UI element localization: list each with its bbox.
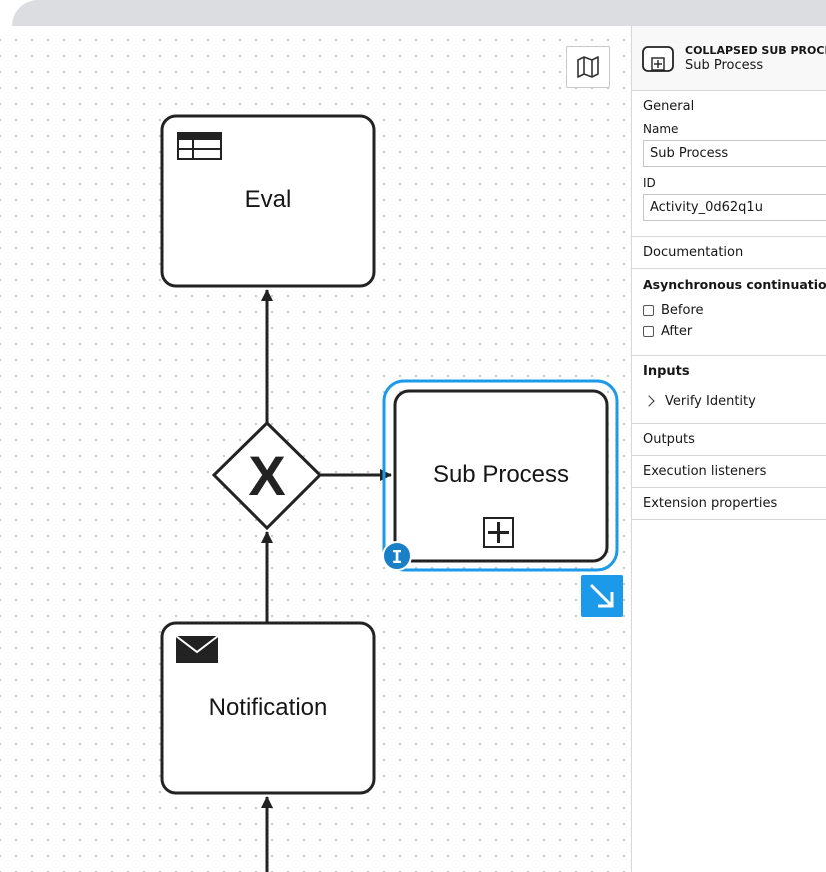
collapsed-subprocess-icon (642, 46, 674, 72)
before-checkbox-row[interactable]: Before (632, 300, 826, 321)
group-general: General Name ID (632, 91, 826, 237)
task-eval[interactable]: Eval (160, 114, 376, 288)
group-inputs-title[interactable]: Inputs (643, 364, 690, 379)
plus-square-icon (483, 517, 514, 548)
subprocess-label: Sub Process (433, 461, 569, 488)
properties-panel: COLLAPSED SUB PROCESS Sub Process Genera… (631, 26, 826, 872)
group-execution-listeners[interactable]: Execution listeners (632, 456, 826, 488)
before-checkbox[interactable] (643, 305, 654, 316)
editor-tab (12, 0, 826, 26)
collapsed-subprocess[interactable]: Sub Process I (382, 379, 623, 617)
group-async: Asynchronous continuations Before After (632, 269, 826, 356)
element-name-label: Sub Process (685, 58, 764, 73)
group-outputs-title[interactable]: Outputs (643, 432, 695, 447)
info-badge-letter: I (392, 547, 403, 568)
input-item-label: Verify Identity (665, 393, 756, 409)
info-badge[interactable]: I (382, 541, 412, 571)
business-rule-table-icon (177, 132, 222, 160)
after-checkbox-label: After (661, 324, 693, 339)
group-general-title[interactable]: General (643, 99, 695, 114)
diagram-canvas[interactable]: Eval X Sub Process I (0, 26, 631, 872)
gateway-x-symbol: X (248, 444, 285, 507)
task-notification-label: Notification (209, 694, 328, 721)
group-extension-properties-title[interactable]: Extension properties (643, 496, 778, 511)
task-eval-label: Eval (245, 186, 292, 213)
element-type-label: COLLAPSED SUB PROCESS (685, 44, 826, 57)
name-input[interactable] (643, 140, 826, 167)
group-documentation[interactable]: Documentation (632, 237, 826, 269)
before-checkbox-label: Before (661, 303, 704, 318)
minimap-toggle-button[interactable] (566, 46, 610, 88)
after-checkbox-row[interactable]: After (632, 321, 826, 342)
group-documentation-title[interactable]: Documentation (643, 245, 744, 260)
selection-outline (382, 379, 619, 572)
group-inputs: Inputs Verify Identity (632, 356, 826, 424)
top-bar (0, 0, 826, 26)
panel-header: COLLAPSED SUB PROCESS Sub Process (632, 26, 826, 91)
bpmn-diagram: Eval X Sub Process I (160, 114, 623, 872)
id-field-label: ID (643, 176, 656, 190)
envelope-icon (175, 635, 219, 663)
chevron-right-icon (643, 395, 655, 407)
input-item-verify-identity[interactable]: Verify Identity (632, 387, 826, 415)
exclusive-gateway[interactable]: X (211, 420, 323, 531)
name-field-label: Name (643, 122, 679, 136)
task-notification[interactable]: Notification (160, 621, 376, 795)
id-input[interactable] (643, 194, 826, 221)
group-async-title[interactable]: Asynchronous continuations (643, 277, 826, 292)
group-extension-properties[interactable]: Extension properties (632, 488, 826, 520)
resize-arrow-icon[interactable] (581, 575, 623, 617)
group-outputs[interactable]: Outputs (632, 424, 826, 456)
group-execution-listeners-title[interactable]: Execution listeners (643, 464, 767, 479)
map-icon (577, 56, 599, 78)
after-checkbox[interactable] (643, 326, 654, 337)
